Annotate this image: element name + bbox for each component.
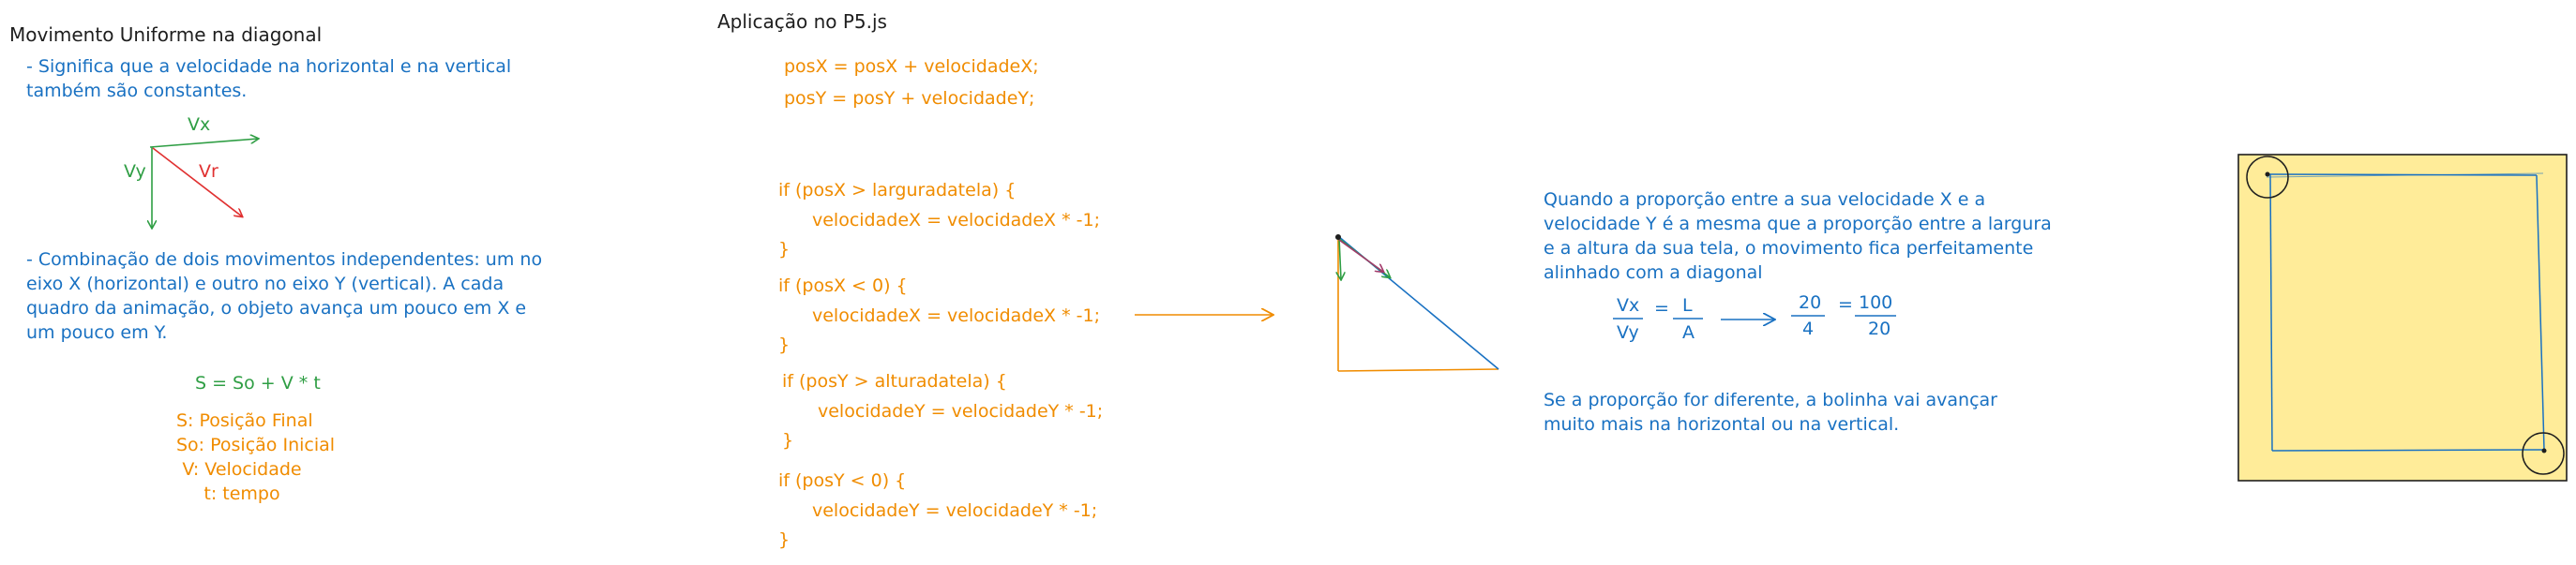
code-if1-open: if (posX > larguradatela) { xyxy=(778,180,1017,201)
triangle-horizontal-side xyxy=(1337,368,1499,372)
code-line-posy: posY = posY + velocidadeY; xyxy=(784,88,1035,109)
code-if3-close: } xyxy=(782,430,794,451)
vector-diagram xyxy=(150,139,258,228)
bullet2-line-4: um pouco em Y. xyxy=(26,322,168,343)
fraction-eq: = xyxy=(1654,298,1669,319)
code-if4-open: if (posY < 0) { xyxy=(778,470,907,491)
triangle-vector-r xyxy=(1338,239,1383,272)
screen-diagram xyxy=(2237,154,2568,482)
fraction-a: A xyxy=(1682,322,1695,343)
formula-legend: S: Posição Final So: Posição Inicial V: … xyxy=(176,409,336,506)
code-if2-body: velocidadeX = velocidadeX * -1; xyxy=(812,305,1100,326)
triangle-ball xyxy=(1335,234,1341,240)
ball-bottom-right xyxy=(2522,432,2565,475)
vector-label-vx: Vx xyxy=(188,114,211,135)
bullet1-line-1: - Significa que a velocidade na horizont… xyxy=(26,56,512,77)
fraction-4: 4 xyxy=(1802,319,1815,339)
fraction-eq2: = xyxy=(1838,294,1853,315)
para1-line-3: e a altura da sua tela, o movimento fica… xyxy=(1544,238,2034,259)
para1-line-1: Quando a proporção entre a sua velocidad… xyxy=(1544,189,1986,210)
fraction-20b: 20 xyxy=(1868,319,1891,339)
para2-line-2: muito mais na horizontal ou na vertical. xyxy=(1544,414,1900,435)
section-title-movimento: Movimento Uniforme na diagonal xyxy=(9,23,323,46)
fraction-bars xyxy=(1613,315,1896,320)
code-line-posx: posX = posX + velocidadeX; xyxy=(784,56,1039,77)
section-title-p5: Aplicação no P5.js xyxy=(717,10,887,33)
screen-rect xyxy=(2237,154,2568,482)
legend-so: So: Posição Inicial xyxy=(176,435,336,455)
fraction-20: 20 xyxy=(1799,292,1822,313)
bullet2-line-1: - Combinação de dois movimentos independ… xyxy=(26,249,543,270)
para2-line-1: Se a proporção for diferente, a bolinha … xyxy=(1544,390,1997,410)
fraction-vx: Vx xyxy=(1617,295,1640,316)
proportion-explanation: Quando a proporção entre a sua velocidad… xyxy=(1544,187,2052,285)
code-if1-body: velocidadeX = velocidadeX * -1; xyxy=(812,210,1100,230)
bullet2-line-2: eixo X (horizontal) e outro no eixo Y (v… xyxy=(26,274,505,294)
code-if4-close: } xyxy=(778,529,791,550)
bullet-constant-velocity: - Significa que a velocidade na horizont… xyxy=(26,54,511,103)
legend-t: t: tempo xyxy=(203,483,280,504)
bullet2-line-3: quadro da animação, o objeto avança um p… xyxy=(26,298,527,319)
triangle-diagram xyxy=(1335,234,1499,372)
bullet-independent-movements: - Combinação de dois movimentos independ… xyxy=(26,247,542,345)
vector-label-vr: Vr xyxy=(199,161,218,182)
code-if2-close: } xyxy=(778,335,791,355)
bullet1-line-2: também são constantes. xyxy=(26,81,248,101)
fraction-l: L xyxy=(1682,295,1693,316)
legend-s: S: Posição Final xyxy=(176,410,313,431)
vr-arrow xyxy=(152,147,242,216)
fraction-vy: Vy xyxy=(1617,322,1639,343)
para1-line-2: velocidade Y é a mesma que a proporção e… xyxy=(1544,214,2052,234)
vector-label-vy: Vy xyxy=(124,161,146,182)
proportion-warning: Se a proporção for diferente, a bolinha … xyxy=(1544,388,1997,437)
vx-arrow xyxy=(149,139,258,148)
ball-top-left xyxy=(2246,156,2289,199)
code-if3-body: velocidadeY = velocidadeY * -1; xyxy=(818,401,1104,422)
code-if2-open: if (posX < 0) { xyxy=(778,275,908,296)
para1-line-4: alinhado com a diagonal xyxy=(1544,262,1763,283)
legend-v: V: Velocidade xyxy=(182,459,302,480)
code-if3-open: if (posY > alturadatela) { xyxy=(782,371,1007,392)
formula-text: S = So + V * t xyxy=(195,373,321,394)
fraction-100: 100 xyxy=(1859,292,1893,313)
triangle-vector-y xyxy=(1339,237,1341,279)
code-if1-close: } xyxy=(778,239,791,260)
code-if4-body: velocidadeY = velocidadeY * -1; xyxy=(812,500,1098,521)
